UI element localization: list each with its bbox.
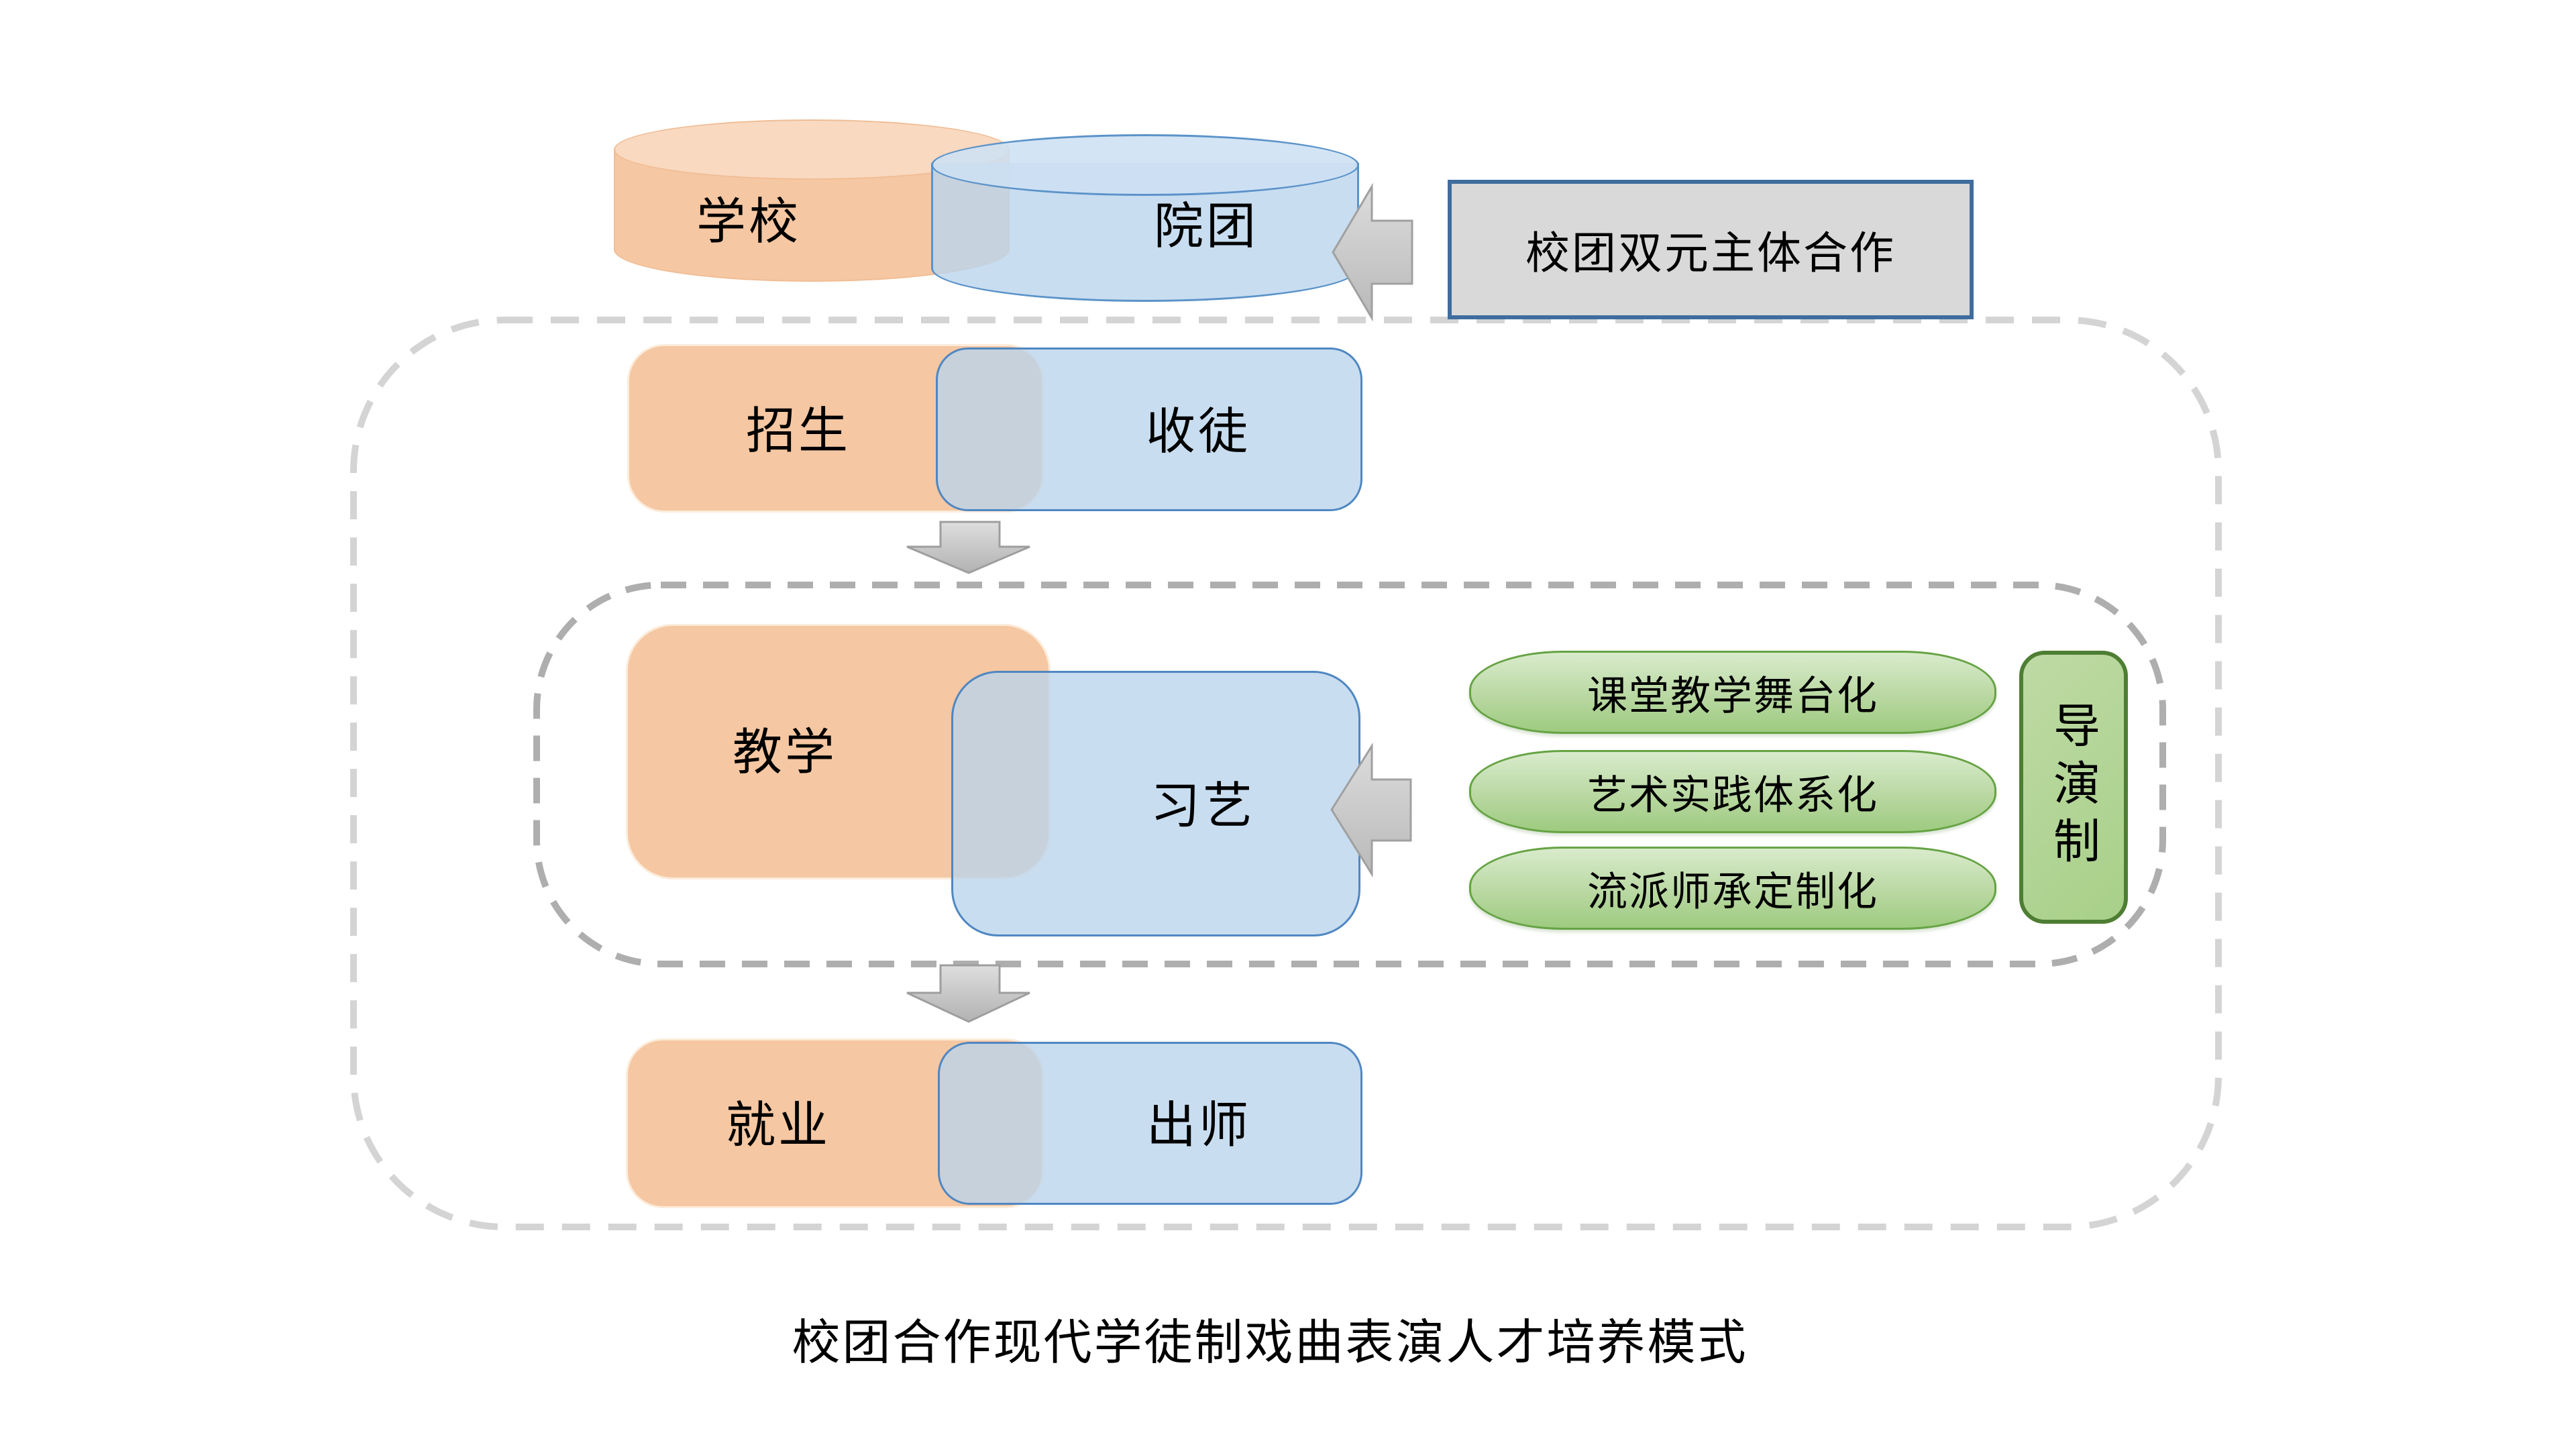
employ-troupe-box — [938, 1042, 1362, 1205]
method-pill-1-label: 课堂教学舞台化 — [1587, 673, 1878, 718]
method-pill-3: 流派师承定制化 — [1469, 847, 1996, 930]
troupe-label: 院团 — [1154, 198, 1258, 254]
employ-school-label: 就业 — [726, 1097, 830, 1153]
diagram-caption: 校团合作现代学徒制戏曲表演人才培养模式 — [792, 1316, 1748, 1370]
teach-troupe-box — [951, 671, 1360, 936]
left-arrow-mid-icon — [1330, 742, 1412, 878]
school-label: 学校 — [696, 193, 801, 250]
enroll-school-label: 招生 — [746, 402, 851, 459]
inner-dashed-frame — [533, 582, 2166, 967]
down-arrow-1-icon — [906, 521, 1030, 574]
down-arrow-2-icon — [906, 964, 1030, 1023]
enroll-troupe-box — [936, 347, 1362, 511]
method-pill-3-label: 流派师承定制化 — [1587, 869, 1878, 914]
enroll-troupe-label: 收徒 — [1146, 403, 1250, 460]
cooperation-note-label: 校团双元主体合作 — [1525, 228, 1896, 278]
troupe-cylinder-cap — [931, 134, 1359, 196]
method-pill-2-label: 艺术实践体系化 — [1587, 772, 1878, 818]
teach-school-label: 教学 — [733, 724, 837, 780]
director-system-box: 导演制 — [2019, 651, 2128, 924]
troupe-cylinder — [931, 134, 1359, 302]
teach-troupe-label: 习艺 — [1150, 777, 1255, 834]
director-system-label: 导演制 — [2047, 700, 2100, 874]
outer-dashed-frame — [350, 317, 2222, 1230]
method-pill-1: 课堂教学舞台化 — [1469, 651, 1996, 734]
cooperation-note-box: 校团双元主体合作 — [1448, 180, 1974, 319]
employ-troupe-label: 出师 — [1146, 1097, 1251, 1153]
left-arrow-top-icon — [1332, 182, 1413, 322]
method-pill-2: 艺术实践体系化 — [1469, 750, 1996, 833]
